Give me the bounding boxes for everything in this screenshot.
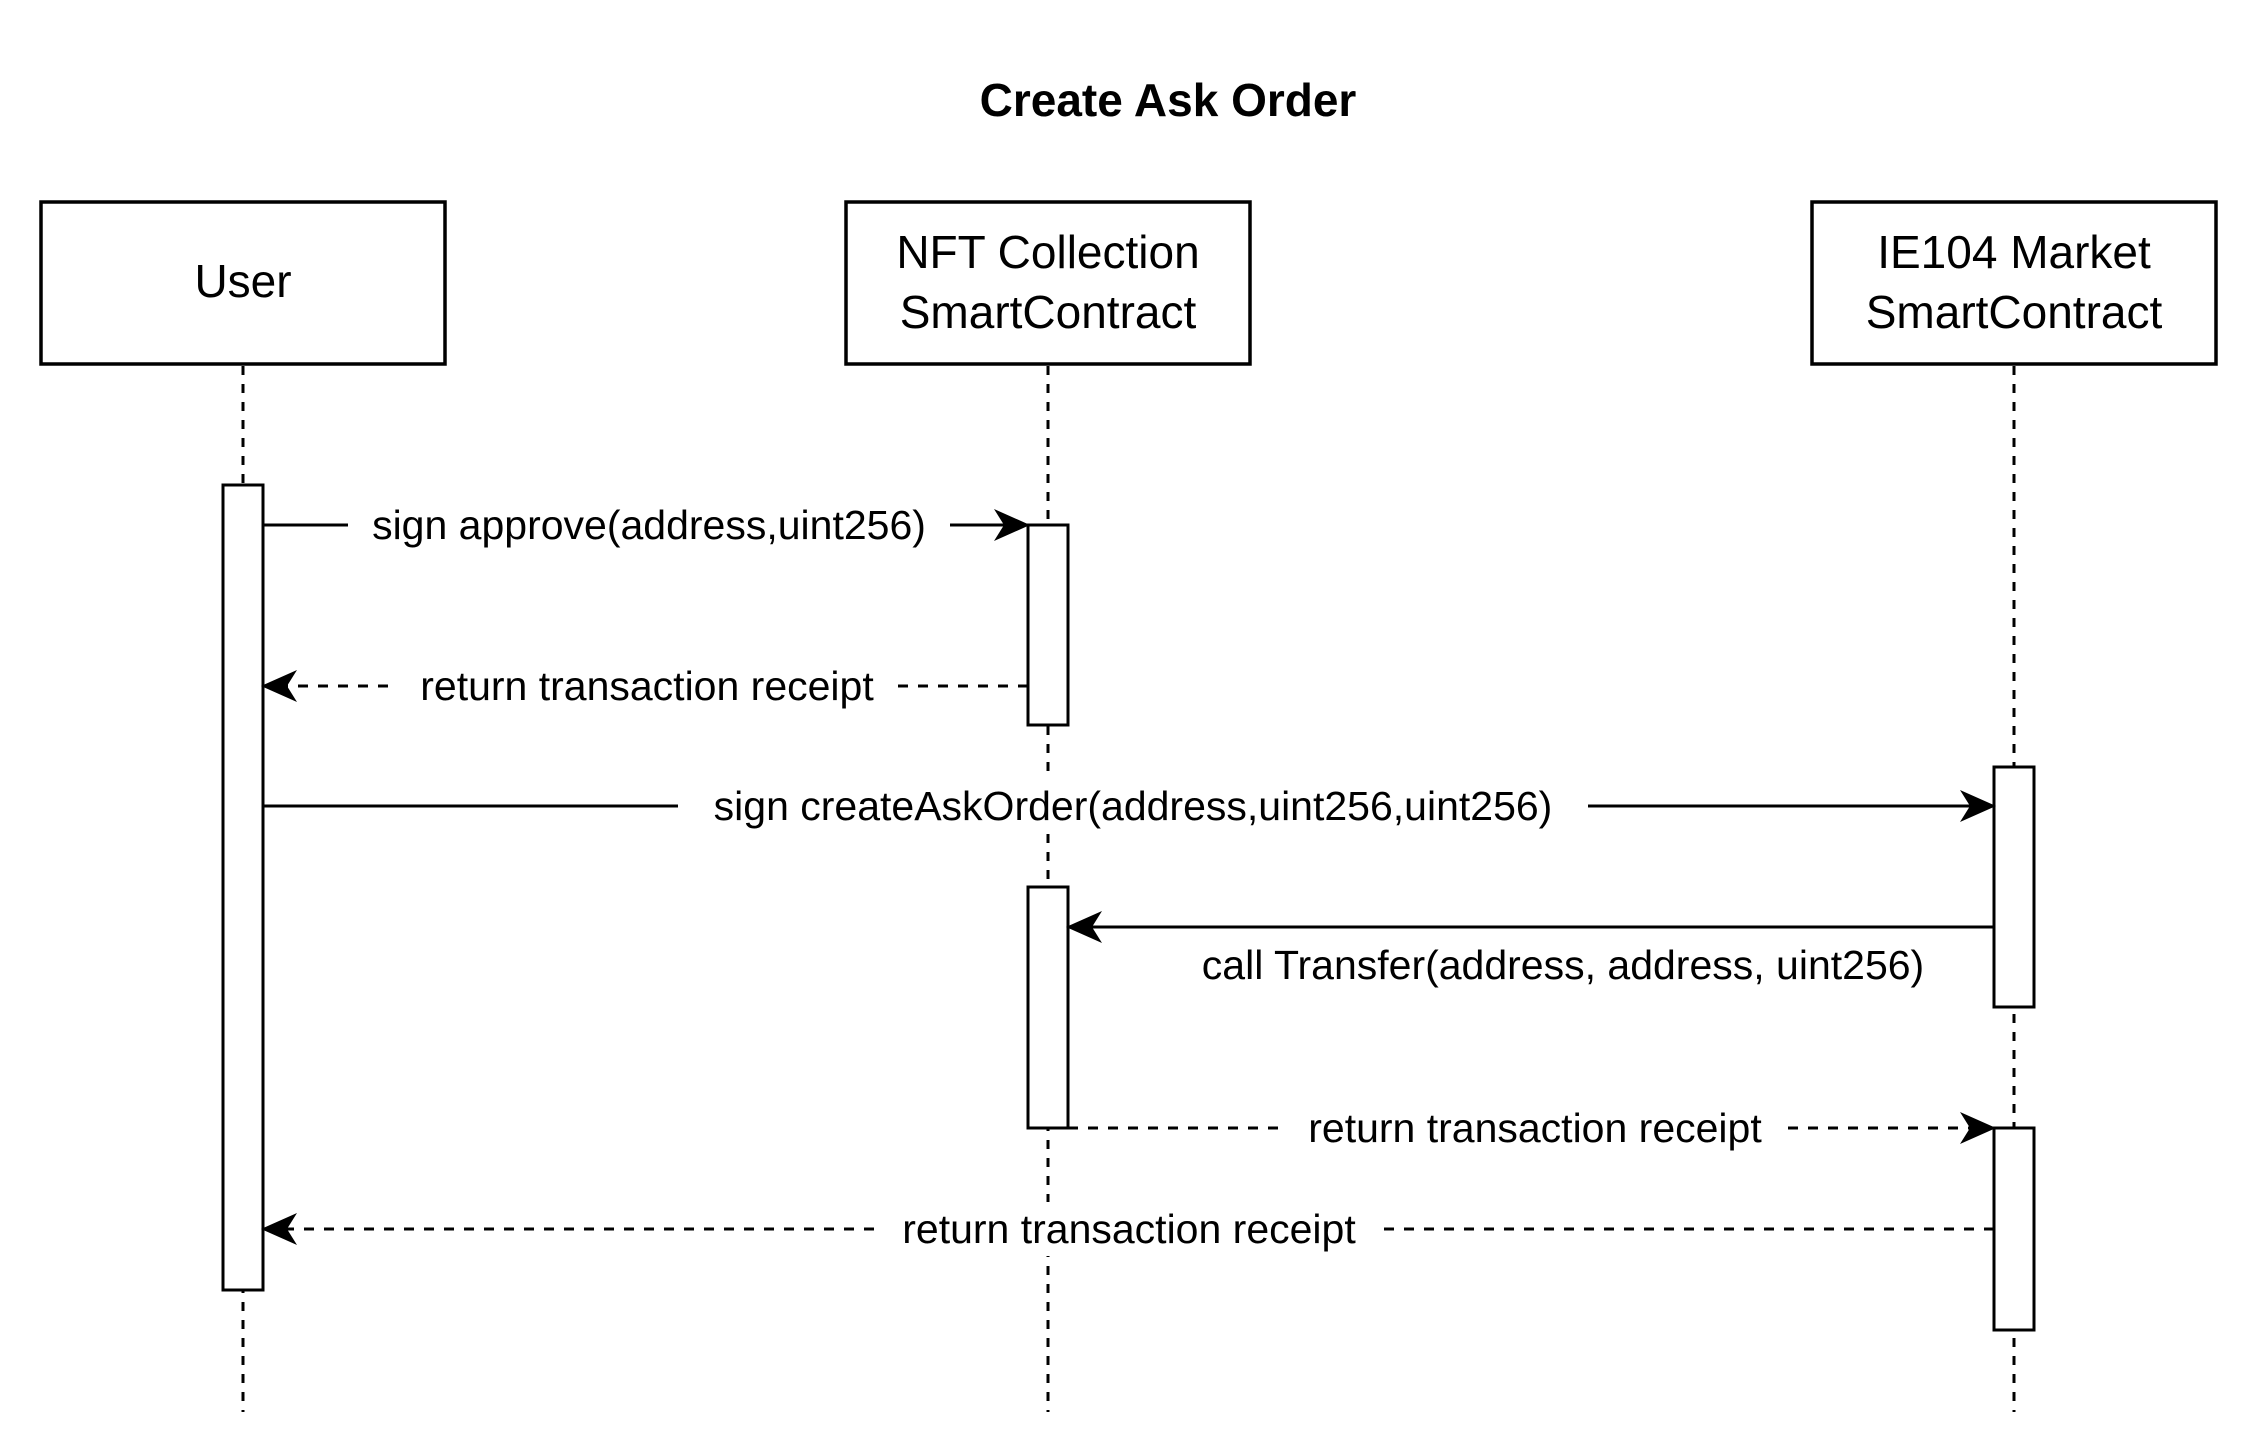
actor-nft-collection: NFT Collection SmartContract bbox=[844, 200, 1252, 366]
activation-user bbox=[221, 483, 265, 1292]
message-return-receipt-3-label: return transaction receipt bbox=[902, 1206, 1356, 1252]
actor-nft-label-line1: NFT Collection bbox=[896, 226, 1199, 278]
actor-user: User bbox=[39, 200, 447, 366]
message-return-receipt-1: return transaction receipt bbox=[261, 660, 1028, 714]
message-return-receipt-3: return transaction receipt bbox=[261, 1202, 1994, 1256]
message-sign-create-ask-order-label: sign createAskOrder(address,uint256,uint… bbox=[714, 783, 1553, 829]
message-call-transfer: call Transfer(address, address, uint256) bbox=[1066, 911, 1994, 988]
message-sign-approve-label: sign approve(address,uint256) bbox=[372, 502, 926, 548]
activation-market-1 bbox=[1992, 765, 2036, 1009]
message-sign-create-ask-order: sign createAskOrder(address,uint256,uint… bbox=[263, 780, 1996, 834]
activation-nft-2 bbox=[1026, 885, 1070, 1130]
activation-nft-1 bbox=[1026, 523, 1070, 727]
message-call-transfer-label: call Transfer(address, address, uint256) bbox=[1202, 942, 1924, 988]
actor-market-label-line1: IE104 Market bbox=[1877, 226, 2151, 278]
actor-market: IE104 Market SmartContract bbox=[1810, 200, 2218, 366]
activation-market-2 bbox=[1992, 1126, 2036, 1332]
message-return-receipt-1-label: return transaction receipt bbox=[420, 663, 874, 709]
message-return-receipt-2-label: return transaction receipt bbox=[1308, 1105, 1762, 1151]
actor-user-label: User bbox=[194, 255, 291, 307]
actor-nft-label-line2: SmartContract bbox=[900, 286, 1197, 338]
message-return-receipt-2: return transaction receipt bbox=[1068, 1101, 1996, 1155]
message-sign-approve: sign approve(address,uint256) bbox=[263, 498, 1030, 552]
diagram-title: Create Ask Order bbox=[980, 74, 1357, 126]
actor-market-label-line2: SmartContract bbox=[1866, 286, 2163, 338]
